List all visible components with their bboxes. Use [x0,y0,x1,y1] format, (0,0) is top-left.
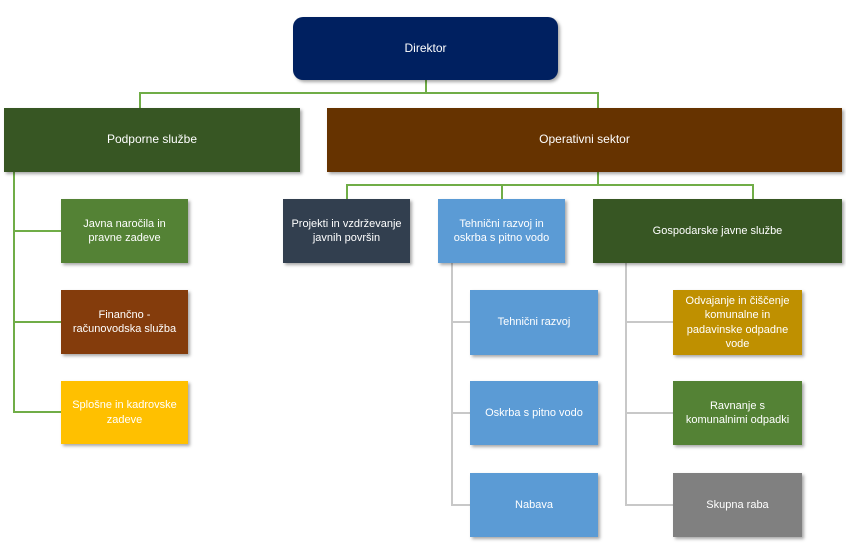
director-box: Direktor [293,17,558,80]
technical-development-water-box: Tehnični razvoj in oskrba s pitno vodo [438,199,565,263]
procurement-label: Nabava [515,498,553,511]
public-services-label: Gospodarske javne službe [652,224,783,237]
waste-management-box: Ravnanje s komunalnimi odpadki [673,381,802,445]
general-hr-box: Splošne in kadrovske zadeve [61,381,188,444]
waste-management-label: Ravnanje s komunalnimi odpadki [685,399,790,426]
common-use-box: Skupna raba [673,473,802,537]
finance-accounting-label: Finančno - računovodska služba [72,308,177,335]
public-procurement-box: Javna naročila in pravne zadeve [61,199,188,263]
technical-development-box: Tehnični razvoj [470,290,598,355]
general-hr-label: Splošne in kadrovske zadeve [72,399,177,426]
technical-development-label: Tehnični razvoj [497,316,571,329]
projects-maintenance-label: Projekti in vzdrževanje javnih površin [291,217,402,244]
finance-accounting-box: Finančno - računovodska služba [61,290,188,354]
wastewater-box: Odvajanje in čiščenje komunalne in padav… [673,290,802,355]
operative-sector-box: Operativni sektor [327,108,842,172]
public-services-box: Gospodarske javne službe [593,199,842,263]
water-supply-label: Oskrba s pitno vodo [485,406,583,419]
water-supply-box: Oskrba s pitno vodo [470,381,598,445]
support-services-label: Podporne službe [106,132,198,147]
common-use-label: Skupna raba [706,498,769,511]
director-label: Direktor [404,40,447,55]
projects-maintenance-box: Projekti in vzdrževanje javnih površin [283,199,410,263]
support-services-box: Podporne službe [4,108,300,172]
procurement-box: Nabava [470,473,598,537]
wastewater-label: Odvajanje in čiščenje komunalne in padav… [685,294,790,350]
technical-development-water-label: Tehnični razvoj in oskrba s pitno vodo [453,217,550,244]
public-procurement-label: Javna naročila in pravne zadeve [83,217,166,244]
operative-sector-label: Operativni sektor [539,132,630,147]
